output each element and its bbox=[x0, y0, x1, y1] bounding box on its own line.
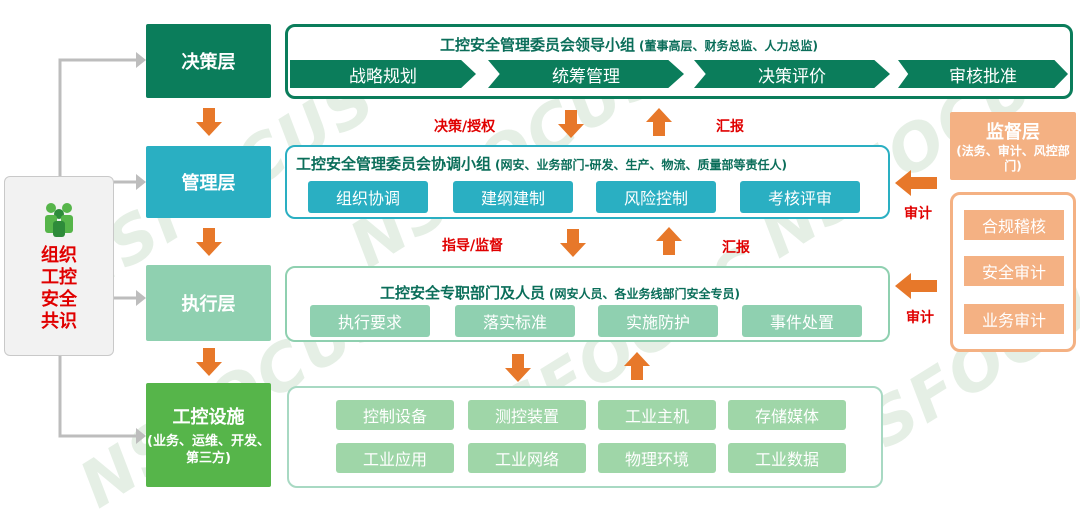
arrow-up-icon bbox=[646, 108, 672, 136]
execution-group-subtitle: (网安人员、各业务线部门安全专员) bbox=[549, 287, 740, 301]
arrow-left-icon bbox=[895, 170, 937, 196]
flow-label-audit: 审计 bbox=[906, 310, 934, 326]
management-layer: 管理层 bbox=[146, 146, 271, 218]
management-group-subtitle: (网安、业务部门-研发、生产、物流、质量部等责任人) bbox=[495, 158, 787, 172]
facility-item: 测控装置 bbox=[468, 400, 586, 430]
arrow-down-icon bbox=[196, 228, 222, 256]
execution-group-title: 工控安全专职部门及人员(网安人员、各业务线部门安全专员) bbox=[380, 282, 740, 303]
flow-label-report: 汇报 bbox=[716, 119, 744, 135]
arrow-down-icon bbox=[560, 229, 586, 257]
consensus-box: 组织工控安全共识 bbox=[4, 176, 114, 356]
decision-step: 审核批准 bbox=[898, 60, 1068, 88]
arrow-down-icon bbox=[196, 348, 222, 376]
facility-layer: 工控设施 (业务、运维、开发、第三方) bbox=[146, 383, 271, 487]
supervision-title: 监督层 bbox=[986, 122, 1040, 143]
execution-item: 实施防护 bbox=[598, 305, 718, 337]
flow-label-decision-auth: 决策/授权 bbox=[434, 119, 496, 135]
arrow-up-icon bbox=[624, 352, 650, 380]
decision-layer: 决策层 bbox=[146, 24, 271, 98]
arrow-down-icon bbox=[505, 354, 531, 382]
decision-step: 统筹管理 bbox=[488, 60, 684, 88]
decision-group-subtitle: (董事高层、财务总监、人力总监) bbox=[639, 39, 818, 53]
facility-title: 工控设施 bbox=[172, 407, 245, 428]
facility-item: 控制设备 bbox=[336, 400, 454, 430]
supervision-item: 合规稽核 bbox=[964, 210, 1064, 240]
facility-item: 工业主机 bbox=[598, 400, 716, 430]
execution-layer: 执行层 bbox=[146, 265, 271, 341]
decision-group-title: 工控安全管理委员会领导小组(董事高层、财务总监、人力总监) bbox=[440, 34, 818, 55]
flow-label-audit: 审计 bbox=[904, 206, 932, 222]
management-item: 考核评审 bbox=[740, 181, 860, 213]
supervision-item: 安全审计 bbox=[964, 256, 1064, 286]
arrow-down-icon bbox=[558, 110, 584, 138]
connector-lines bbox=[58, 52, 146, 444]
management-group-title: 工控安全管理委员会协调小组(网安、业务部门-研发、生产、物流、质量部等责任人) bbox=[296, 153, 787, 174]
supervision-layer: 监督层 (法务、审计、风控部门) bbox=[950, 112, 1076, 180]
flow-label-report: 汇报 bbox=[722, 240, 750, 256]
flow-label-guide-supervise: 指导/监督 bbox=[442, 238, 504, 254]
facility-item: 工业数据 bbox=[728, 443, 846, 473]
facility-item: 工业网络 bbox=[468, 443, 586, 473]
people-icon bbox=[45, 203, 73, 237]
execution-item: 落实标准 bbox=[455, 305, 575, 337]
management-item: 建纲建制 bbox=[453, 181, 573, 213]
facility-item: 存储媒体 bbox=[728, 400, 846, 430]
facility-item: 物理环境 bbox=[598, 443, 716, 473]
execution-item: 执行要求 bbox=[310, 305, 430, 337]
arrow-left-icon bbox=[895, 273, 937, 299]
management-group-name: 工控安全管理委员会协调小组 bbox=[296, 155, 492, 173]
facility-subtitle: (业务、运维、开发、第三方) bbox=[147, 434, 270, 466]
facility-item: 工业应用 bbox=[336, 443, 454, 473]
execution-group-name: 工控安全专职部门及人员 bbox=[380, 284, 546, 302]
decision-step: 战略规划 bbox=[290, 60, 476, 88]
arrow-up-icon bbox=[656, 227, 682, 255]
decision-group-name: 工控安全管理委员会领导小组 bbox=[440, 36, 636, 54]
supervision-subtitle: (法务、审计、风控部门) bbox=[956, 144, 1070, 173]
management-item: 组织协调 bbox=[308, 181, 428, 213]
management-item: 风险控制 bbox=[596, 181, 716, 213]
decision-step: 决策评价 bbox=[694, 60, 890, 88]
arrow-down-icon bbox=[196, 108, 222, 136]
execution-item: 事件处置 bbox=[742, 305, 862, 337]
consensus-text: 组织工控安全共识 bbox=[41, 245, 77, 332]
supervision-item: 业务审计 bbox=[964, 304, 1064, 334]
